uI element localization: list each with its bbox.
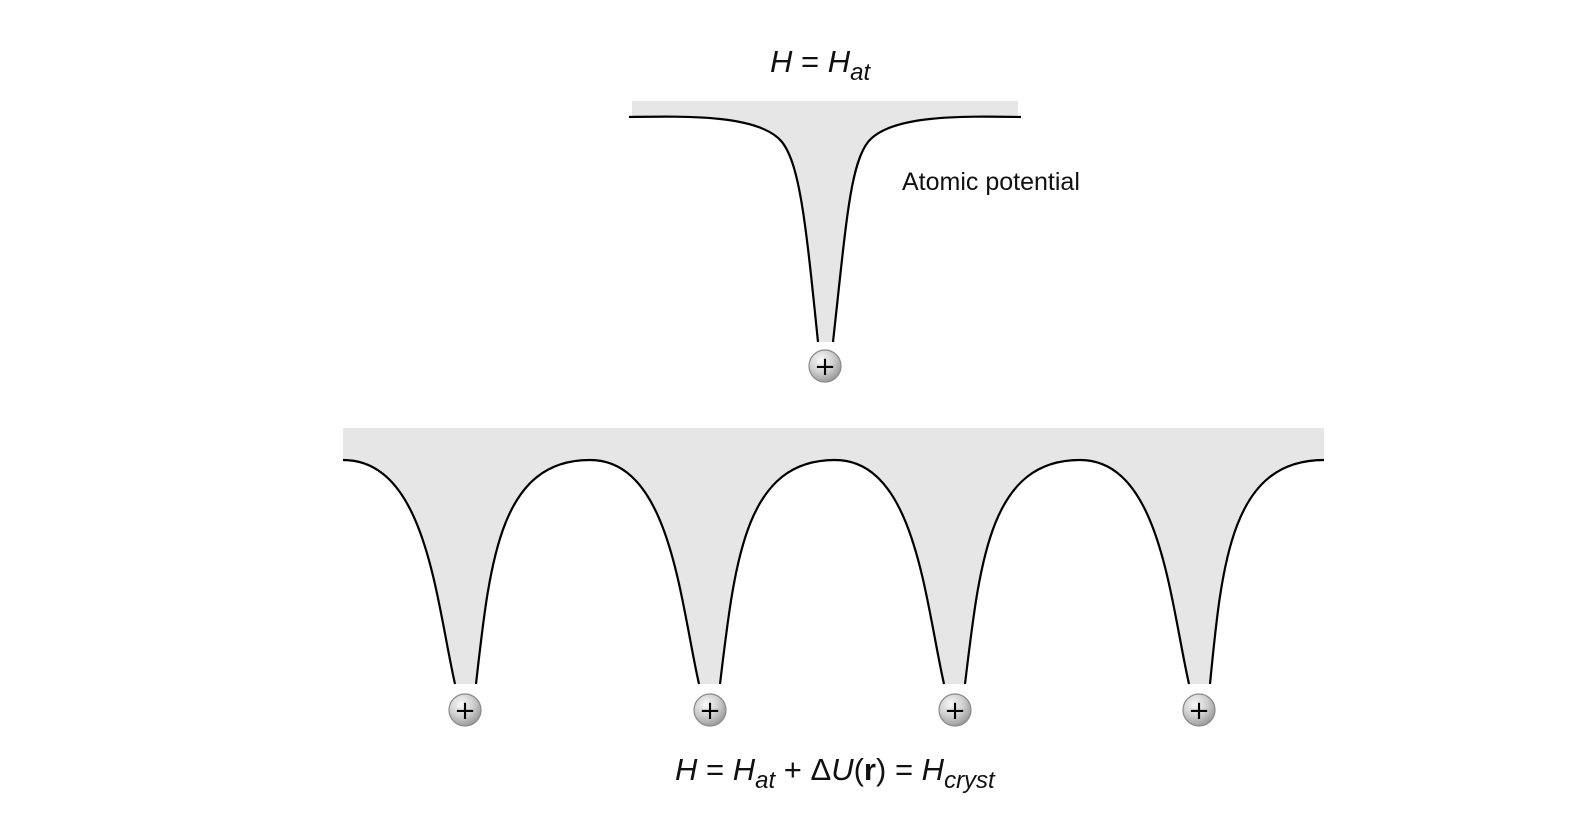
equation-symbol: + [775,752,810,787]
atomic-hamiltonian-equation: H = Hat [770,44,871,86]
plus-icon: + [814,352,836,382]
nucleus-sphere [1182,693,1216,727]
equation-symbol: ) [876,752,886,787]
crystal-potential-curve [718,458,946,685]
nucleus-sphere [693,693,727,727]
atomic-well-fill [632,101,1018,342]
plus-icon: + [454,696,476,726]
equation-symbol: ( [854,752,865,787]
delta-symbol: Δ [810,752,831,787]
nucleus: + [448,693,482,727]
equation-symbol: H [733,752,756,787]
equation-symbol: H [675,752,698,787]
crystal-potential-curve [1208,458,1325,685]
equation-subscript: at [755,767,776,794]
nucleus: + [808,349,842,383]
nucleus: + [693,693,727,727]
crystal-potential-curve [474,458,701,685]
equation-symbol: H [828,44,851,79]
atomic-potential-label: Atomic potential [902,168,1080,196]
nucleus: + [938,693,972,727]
plus-icon: + [944,696,966,726]
equation-symbol: U [831,752,854,787]
equation-symbol: = [697,752,732,787]
equation-subscript: cryst [944,767,996,794]
atomic-well-right-curve [831,115,1022,343]
equation-symbol: H [770,44,793,79]
plus-icon: + [1188,696,1210,726]
nucleus-sphere [808,349,842,383]
atomic-well-left-curve [628,115,820,343]
position-vector: r [864,752,876,787]
crystal-potential-curve [342,458,457,685]
nucleus-sphere [938,693,972,727]
equation-symbol: = [792,44,827,79]
crystal-potential-curve [963,458,1191,685]
crystal-well-fill [343,428,1324,684]
nucleus: + [1182,693,1216,727]
equation-subscript: at [850,59,871,86]
crystal-hamiltonian-equation: H = Hat + ΔU(r) = Hcryst [675,752,996,794]
plus-icon: + [699,696,721,726]
equation-symbol: H [922,752,945,787]
equation-symbol: = [886,752,921,787]
nucleus-sphere [448,693,482,727]
